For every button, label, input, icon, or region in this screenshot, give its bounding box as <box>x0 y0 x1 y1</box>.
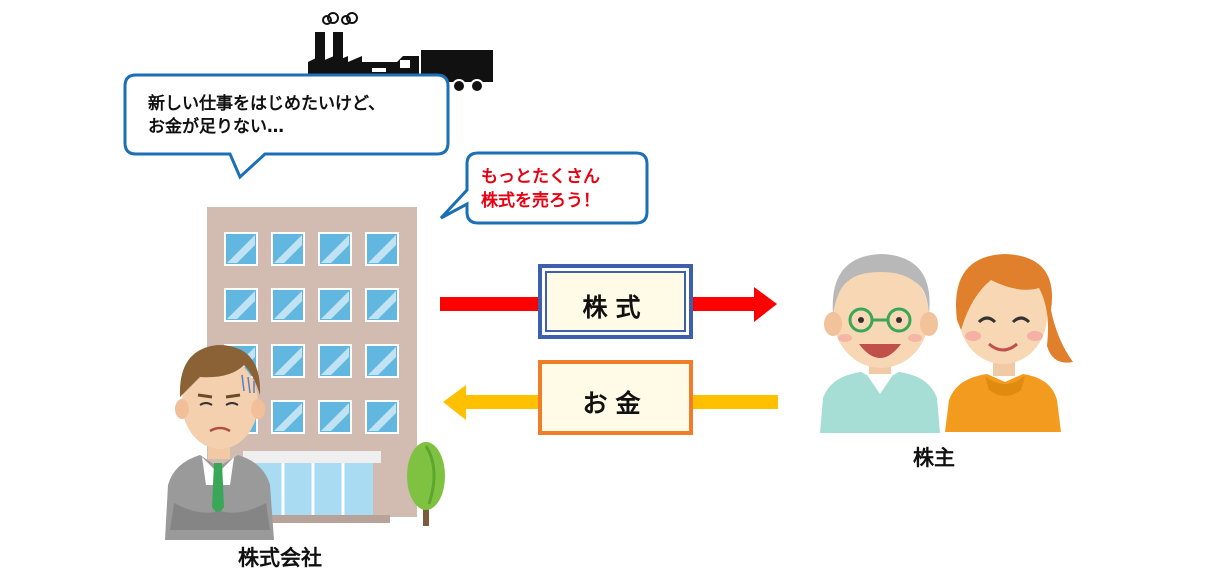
money-box-label: お金 <box>582 389 649 418</box>
company-bubble-line2: お金が足りない… <box>148 117 284 137</box>
company-label: 株式会社 <box>238 546 322 570</box>
stock-box-label: 株式 <box>582 293 649 322</box>
money-box: お金 <box>538 360 693 435</box>
idea-bubble-line1: もっとたくさん <box>481 167 600 187</box>
businessman-icon <box>165 345 274 540</box>
idea-bubble-line2: 株式を売ろう！ <box>481 191 600 211</box>
tree-icon <box>407 442 445 526</box>
idea-speech-bubble <box>439 151 649 225</box>
company-bubble-line1: 新しい仕事をはじめたいけど、 <box>148 94 386 114</box>
company-speech-bubble <box>123 73 450 180</box>
stock-box: 株式 <box>538 264 693 339</box>
senior-man-icon <box>820 254 940 433</box>
shareholders-label: 株主 <box>913 446 955 470</box>
woman-icon <box>945 254 1073 432</box>
building-icon <box>207 207 417 523</box>
